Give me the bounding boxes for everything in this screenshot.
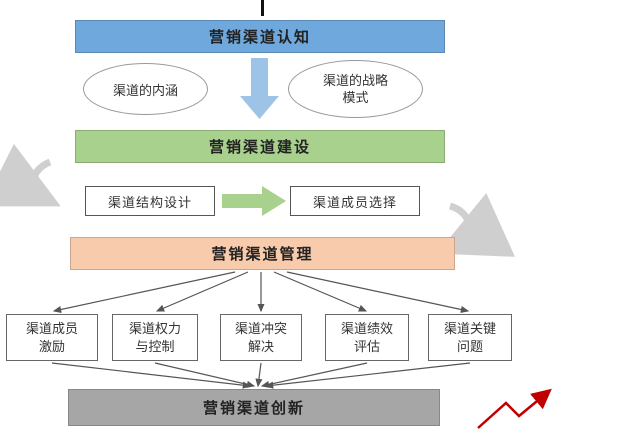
top-tick-line bbox=[261, 0, 264, 16]
node-conflict-resolution: 渠道冲突解决 bbox=[220, 314, 302, 361]
node-channel-strategy-mode-label: 渠道的战略模式 bbox=[322, 73, 388, 105]
node-channel-management-label: 营销渠道管理 bbox=[211, 246, 314, 263]
node-performance-evaluation-label: 渠道绩效评估 bbox=[340, 320, 393, 354]
node-channel-innovation-label: 营销渠道创新 bbox=[202, 400, 305, 417]
node-channel-strategy-mode: 渠道的战略模式 bbox=[288, 60, 423, 118]
node-channel-cognition-label: 营销渠道认知 bbox=[208, 29, 311, 46]
node-key-issues: 渠道关键问题 bbox=[428, 314, 512, 361]
node-channel-management: 营销渠道管理 bbox=[70, 237, 455, 270]
node-channel-connotation-label: 渠道的内涵 bbox=[112, 82, 178, 98]
node-member-incentive: 渠道成员激励 bbox=[6, 314, 98, 361]
node-channel-member-selection-label: 渠道成员选择 bbox=[312, 194, 397, 210]
node-channel-structure-design-label: 渠道结构设计 bbox=[107, 194, 192, 210]
node-key-issues-label: 渠道关键问题 bbox=[443, 320, 496, 354]
node-channel-innovation: 营销渠道创新 bbox=[68, 389, 440, 426]
node-channel-construction: 营销渠道建设 bbox=[75, 130, 445, 163]
converge-arrows bbox=[51, 362, 471, 389]
left-swoosh-arrow bbox=[0, 143, 61, 207]
right-swoosh-arrow bbox=[436, 192, 516, 257]
node-channel-member-selection: 渠道成员选择 bbox=[290, 186, 420, 216]
right-arrow bbox=[222, 186, 286, 216]
node-channel-structure-design: 渠道结构设计 bbox=[85, 186, 215, 216]
node-power-and-control-label: 渠道权力与控制 bbox=[128, 320, 181, 354]
node-member-incentive-label: 渠道成员激励 bbox=[25, 320, 78, 354]
node-power-and-control: 渠道权力与控制 bbox=[112, 314, 198, 361]
node-channel-cognition: 营销渠道认知 bbox=[75, 20, 445, 53]
node-performance-evaluation: 渠道绩效评估 bbox=[325, 314, 409, 361]
node-conflict-resolution-label: 渠道冲突解决 bbox=[234, 320, 287, 354]
red-zigzag-arrow bbox=[477, 388, 552, 429]
fan-out-arrows bbox=[52, 271, 470, 314]
node-channel-connotation: 渠道的内涵 bbox=[83, 63, 208, 115]
down-arrow bbox=[240, 58, 279, 119]
node-channel-construction-label: 营销渠道建设 bbox=[208, 139, 311, 156]
